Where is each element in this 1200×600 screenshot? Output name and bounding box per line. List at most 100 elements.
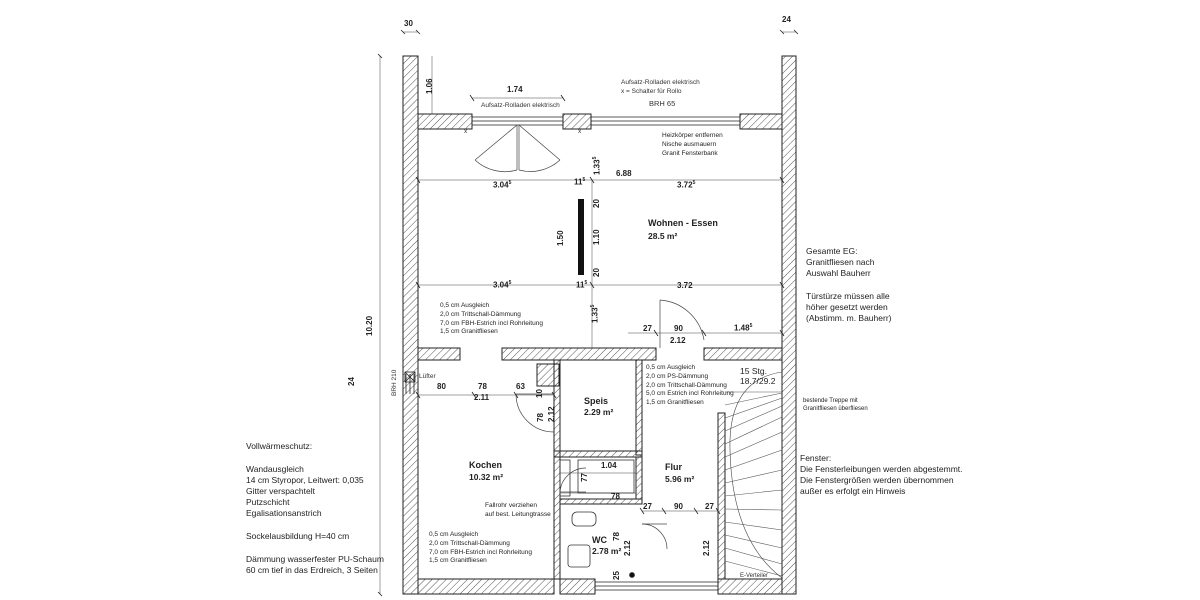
dim-304-top: 3.045: [493, 180, 512, 190]
dim-212-living: 2.12: [670, 336, 686, 345]
side-note-gesamte: Gesamte EG: Granitfliesen nach Auswahl B…: [806, 246, 875, 279]
room-speis-name: Speis: [584, 396, 609, 406]
interior-walls: [417, 347, 783, 580]
central-pillar: [578, 199, 584, 275]
dim-11-bottom: 115: [576, 280, 588, 290]
x-mark-left: x: [464, 128, 468, 135]
dim-wall-left: 30: [404, 19, 413, 28]
dim-133-bottom: 1.335: [590, 304, 600, 323]
dim-78-top: 78: [478, 382, 487, 391]
windows: [405, 116, 740, 591]
note-brh65: BRH 65: [649, 99, 676, 108]
dimension-lines: [379, 31, 796, 594]
note-treppe: bestende Treppe mit Granitfliesen überfl…: [803, 398, 868, 413]
note-luefter: Lüfter: [419, 373, 436, 380]
staircase: [724, 371, 783, 579]
room-wohnen-name: Wohnen - Essen: [648, 218, 718, 228]
lufter-mark: [404, 371, 416, 383]
room-flur-name: Flur: [665, 462, 682, 472]
note-floor-living: 0,5 cm Ausgleich 2,0 cm Trittschall-Dämm…: [440, 302, 543, 336]
note-stg: 15 Stg. 18.7/29.2: [740, 366, 776, 386]
dim-211: 2.11: [474, 393, 490, 402]
dimension-ticks: [377, 29, 799, 597]
room-kochen-name: Kochen: [469, 460, 503, 470]
dim-212-wc: 2.12: [623, 540, 632, 556]
note-heizkoerper: Heizkörper entfernen Nische ausmauern Gr…: [662, 132, 723, 157]
dim-20-bottom: 20: [592, 268, 601, 277]
dim-372-top: 3.725: [677, 180, 696, 190]
toilet-tank: [571, 511, 597, 527]
dim-63: 63: [516, 382, 525, 391]
note-everteiler: E-Verteiler: [740, 573, 769, 579]
side-note-fenster: Fenster: Die Fensterleibungen werden abg…: [800, 453, 963, 497]
dim-212-flur: 2.12: [702, 540, 711, 556]
wall-middle-right: [703, 347, 783, 361]
wall-north-left: [417, 113, 473, 130]
wall-stair: [717, 412, 726, 580]
dim-110: 1.10: [592, 229, 601, 245]
note-fallrohr: Fallrohr verziehen auf best. Leitungtras…: [485, 502, 551, 518]
wall-west: [402, 55, 419, 595]
dim-90-flur: 90: [674, 502, 683, 511]
dim-20-top: 20: [592, 199, 601, 208]
room-kochen-area: 10.32 m²: [469, 472, 504, 482]
note-rolladen-left: Aufsatz-Rolladen elektrisch: [481, 102, 560, 109]
wall-wc-east: [635, 456, 643, 500]
dim-150: 1.50: [556, 230, 565, 246]
dim-78-wc-v: 78: [612, 532, 621, 541]
wall-north-right: [739, 113, 783, 130]
dim-78-speis: 78: [536, 413, 545, 422]
room-flur-area: 5.96 m²: [665, 474, 695, 484]
wall-north-mid: [562, 113, 592, 130]
dim-24-side: 24: [347, 377, 356, 386]
note-floor-kitchen: 0,5 cm Ausgleich 2,0 cm Trittschall-Dämm…: [429, 531, 532, 565]
kitchen-fixture: [559, 459, 571, 497]
dim-104: 1.04: [601, 461, 617, 470]
dim-27-living: 27: [643, 324, 652, 333]
dim-212-speis: 2.12: [547, 406, 556, 422]
dim-148: 1.485: [734, 323, 753, 333]
dim-133-top: 1.335: [592, 156, 602, 175]
dim-11-top: 115: [574, 177, 586, 187]
toilet-seat: [567, 544, 591, 568]
wall-speis-east: [635, 359, 643, 456]
room-wc-name: WC: [592, 535, 607, 545]
room-wc-area: 2.78 m²: [592, 546, 622, 556]
dim-27-flur-left: 27: [643, 502, 652, 511]
side-note-tuerstuerze: Türstürze müssen alle höher gesetzt werd…: [806, 291, 892, 324]
dim-688: 6.88: [616, 169, 632, 178]
shaft: [536, 363, 560, 387]
dim-wall-right: 24: [782, 15, 791, 24]
wall-speis-west: [553, 359, 561, 580]
outer-walls: [402, 55, 797, 595]
dim-25: 25: [612, 571, 621, 580]
dim-174: 1.74: [507, 85, 523, 94]
wall-middle-left: [417, 347, 461, 361]
doors: [474, 124, 705, 550]
note-brh210: BRH 210: [391, 369, 398, 396]
note-schalter: x = Schalter für Rollo: [621, 88, 682, 95]
note-rolladen-right: Aufsatz-Rolladen elektrisch: [621, 79, 700, 86]
dim-1020: 10.20: [365, 315, 374, 336]
room-speis-area: 2.29 m²: [584, 407, 614, 417]
note-floor-flur: 0,5 cm Ausgleich 2,0 cm PS-Dämmung 2,0 c…: [646, 364, 734, 407]
dim-77: 77: [580, 473, 589, 482]
dim-10: 10: [535, 389, 544, 398]
dim-27-flur-right: 27: [705, 502, 714, 511]
wall-south-mid: [559, 578, 596, 595]
dim-304-bottom: 3.045: [493, 280, 512, 290]
wall-east: [781, 55, 797, 595]
wall-speis-south: [553, 450, 643, 458]
x-mark-right: x: [578, 128, 582, 135]
room-wohnen-area: 28.5 m²: [648, 231, 678, 241]
dim-90-living: 90: [674, 324, 683, 333]
everteiler-dot: [629, 572, 635, 578]
wc-fixtures: [559, 459, 635, 578]
wall-middle-center: [501, 347, 657, 361]
dim-78-wc: 78: [611, 492, 620, 501]
left-note-vollwaerme: Vollwärmeschutz: Wandausgleich 14 cm Sty…: [246, 441, 384, 576]
wall-wc-north: [559, 498, 643, 505]
dim-106: 1.06: [425, 78, 434, 94]
wall-south-right: [717, 578, 783, 595]
